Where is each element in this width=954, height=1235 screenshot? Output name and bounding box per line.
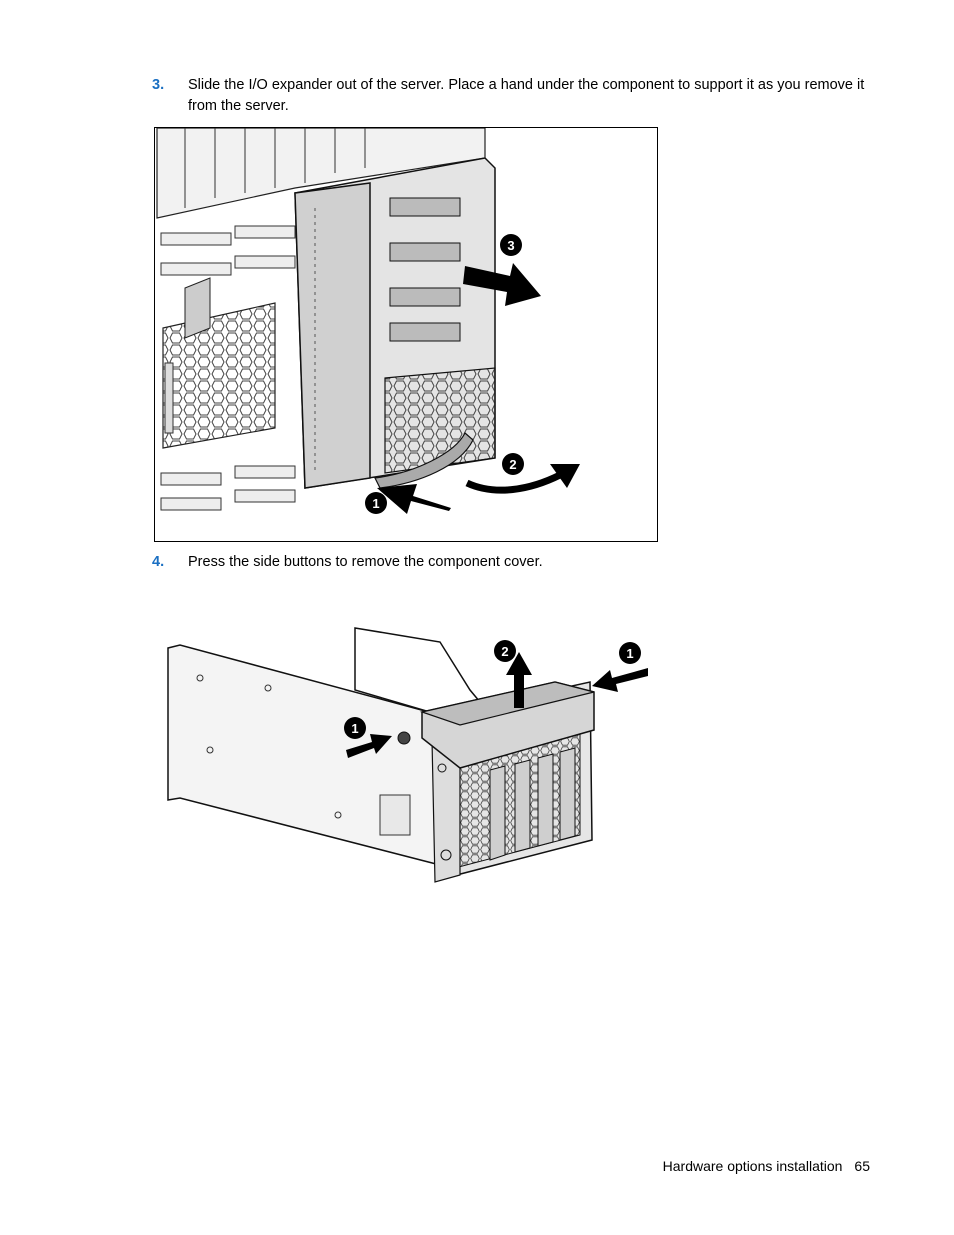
callout-2: 2 <box>502 453 524 475</box>
arrow-1-left <box>346 734 392 758</box>
io-expander <box>294 157 496 489</box>
figure-remove-io-expander: 3 2 1 <box>154 127 658 542</box>
arrow-1 <box>377 484 451 514</box>
figure-remove-component-cover: 2 1 1 <box>160 620 660 885</box>
arrow-3 <box>463 263 541 306</box>
svg-text:1: 1 <box>626 646 633 661</box>
footer-section-title: Hardware options installation <box>662 1158 843 1174</box>
svg-text:1: 1 <box>372 496 379 511</box>
callout-3: 3 <box>500 234 522 256</box>
step-text: Press the side buttons to remove the com… <box>188 554 543 570</box>
svg-text:3: 3 <box>507 238 514 253</box>
callout-1: 1 <box>365 492 387 514</box>
svg-text:1: 1 <box>351 721 358 736</box>
svg-text:2: 2 <box>501 644 508 659</box>
callout-1-right: 1 <box>619 642 641 664</box>
callout-2: 2 <box>494 640 516 662</box>
page-number: 65 <box>854 1158 870 1174</box>
callout-1-left: 1 <box>344 717 366 739</box>
step-text: Slide the I/O expander out of the server… <box>188 77 865 114</box>
svg-text:2: 2 <box>509 457 516 472</box>
expander-board <box>167 627 482 866</box>
component-cover <box>419 681 595 769</box>
step-number: 3. <box>152 77 165 93</box>
arrow-2-up <box>506 652 532 708</box>
arrow-2 <box>465 464 580 494</box>
step-number: 4. <box>152 554 165 570</box>
page-footer: Hardware options installation 65 <box>640 1158 870 1174</box>
arrow-1-right <box>592 668 648 692</box>
